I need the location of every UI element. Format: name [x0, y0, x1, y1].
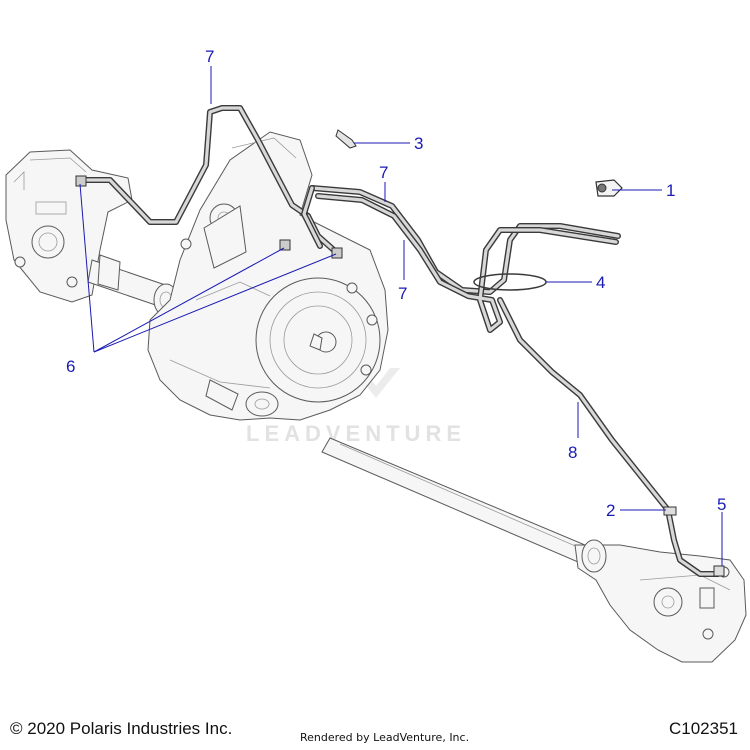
clamp-part	[595, 179, 623, 197]
watermark-logo: LEADVENTURE	[246, 368, 466, 446]
callout-2[interactable]: 2	[606, 501, 615, 520]
hose-end-trans	[331, 247, 343, 259]
clip-part	[663, 506, 677, 516]
fitting-part	[713, 565, 725, 577]
hose-end-trans-b	[279, 239, 291, 251]
callout-1[interactable]: 1	[666, 181, 675, 200]
callout-6[interactable]: 6	[66, 357, 75, 376]
transmission	[147, 131, 389, 421]
leader-6-b	[93, 247, 285, 353]
vent-hose-assembly	[75, 105, 725, 577]
callout-group: 7 3 7 7 1 4 6 8 2 5	[66, 47, 726, 566]
copyright-text: © 2020 Polaris Industries Inc.	[10, 719, 233, 738]
rendered-by-text: Rendered by LeadVenture, Inc.	[300, 731, 470, 744]
fastener-part	[335, 129, 357, 149]
leader-6-c	[93, 253, 337, 353]
callout-7-top[interactable]: 7	[205, 47, 214, 66]
hose-end-rear	[75, 175, 87, 187]
rear-gearcase	[5, 149, 133, 303]
front-gearcase	[574, 539, 747, 663]
callout-7-mid[interactable]: 7	[379, 163, 388, 182]
callout-7-low[interactable]: 7	[398, 284, 407, 303]
prop-shaft	[321, 437, 586, 563]
leader-6-a	[79, 183, 95, 353]
callout-4[interactable]: 4	[596, 273, 605, 292]
diagram-id: C102351	[668, 719, 738, 738]
callout-5[interactable]: 5	[717, 495, 726, 514]
callout-3[interactable]: 3	[414, 134, 423, 153]
watermark-text: LEADVENTURE	[246, 421, 466, 446]
callout-8[interactable]: 8	[568, 443, 577, 462]
